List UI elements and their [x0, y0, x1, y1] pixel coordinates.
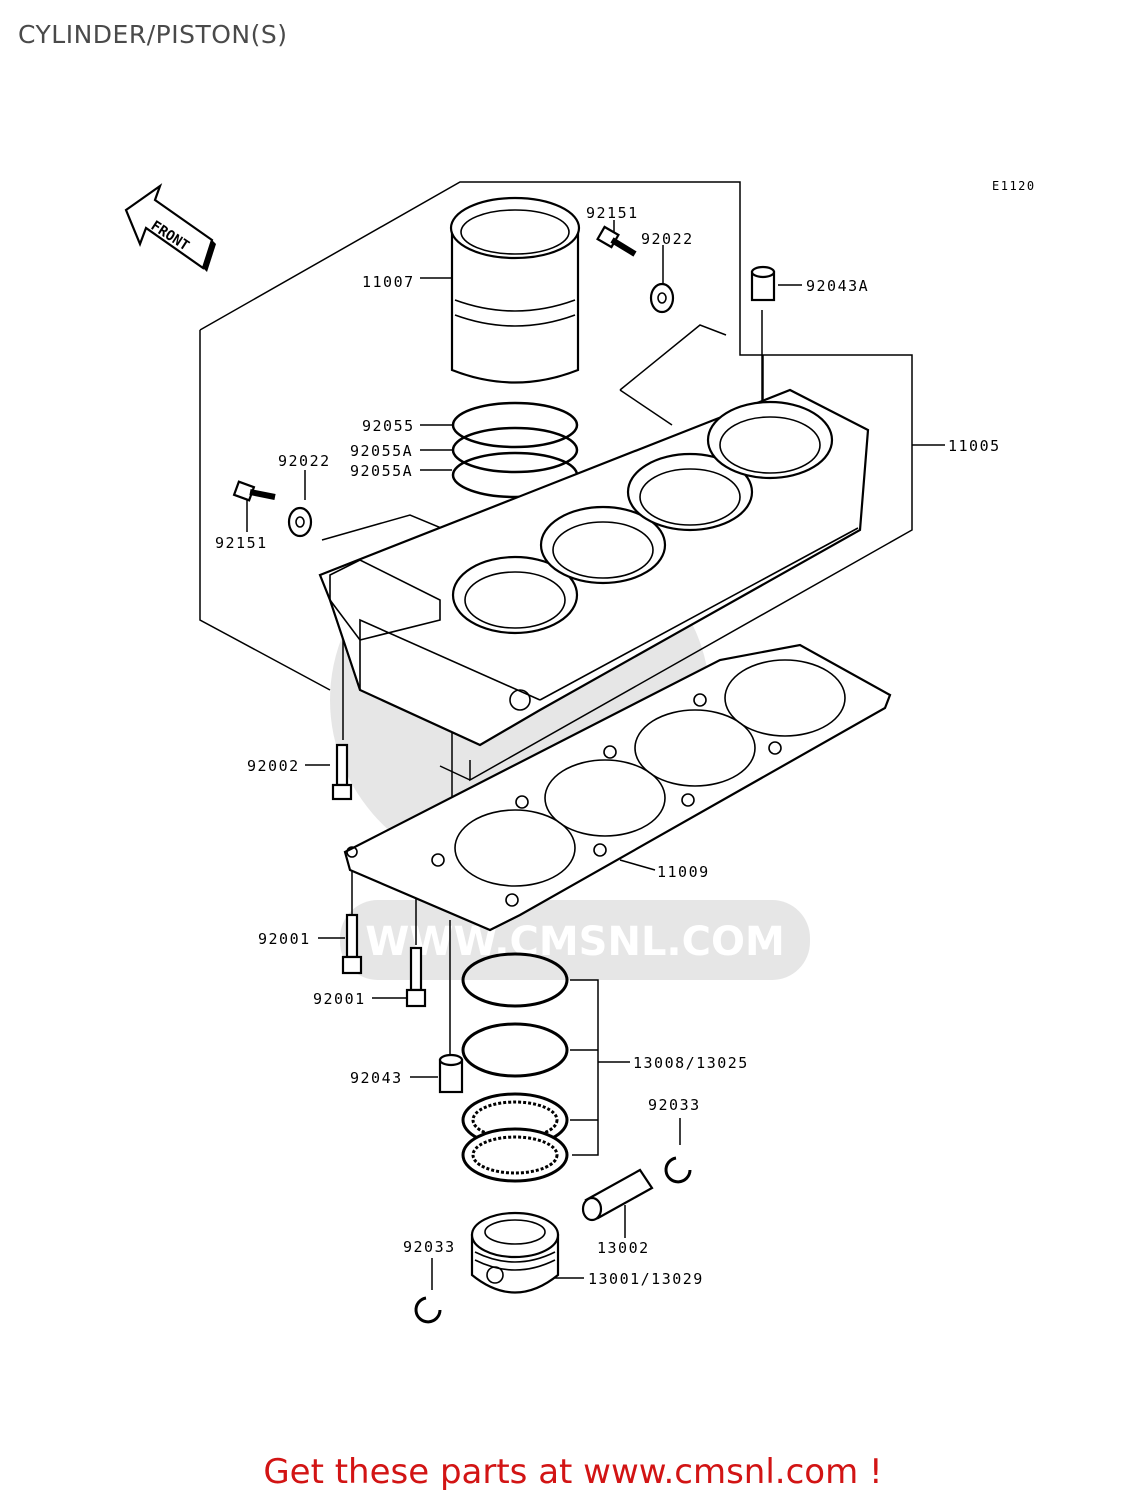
cylinder-block-11005 — [318, 388, 870, 747]
label-92001-b: 92001 — [313, 990, 366, 1008]
part-labels: 92151 92022 11007 92043A 92055 92055A 92… — [215, 204, 1001, 1288]
washer-hole — [295, 516, 305, 528]
watermark-url: WWW.CMSNL.COM — [365, 919, 785, 965]
label-92022-top: 92022 — [641, 230, 694, 248]
cylinder-sleeve-11007 — [449, 196, 581, 384]
label-92055: 92055 — [362, 417, 415, 435]
label-92033-right: 92033 — [648, 1096, 701, 1114]
bolt-92002 — [331, 743, 353, 801]
head-gasket-11009 — [343, 643, 892, 932]
bolt-92001-b — [405, 946, 427, 1008]
piston-ring-set-13008 — [461, 952, 569, 1183]
label-13002: 13002 — [597, 1239, 650, 1257]
washer-hole — [657, 292, 667, 304]
label-92022-left: 92022 — [278, 452, 331, 470]
washer-92022-top — [649, 282, 675, 314]
label-92002: 92002 — [247, 757, 300, 775]
front-arrow-icon: FRONT — [124, 183, 216, 272]
label-92055A-2: 92055A — [350, 462, 413, 480]
label-92055A-1: 92055A — [350, 442, 413, 460]
bolt-92151-left — [232, 480, 276, 502]
label-92151-left: 92151 — [215, 534, 268, 552]
piston-rings-92055 — [451, 401, 579, 499]
label-13008-13025: 13008/13025 — [633, 1054, 749, 1072]
dowel-92043 — [438, 1053, 464, 1094]
label-11005: 11005 — [948, 437, 1001, 455]
page-title: CYLINDER/PISTON(S) — [18, 20, 288, 49]
circlip-92033-left — [414, 1296, 442, 1324]
footer-link[interactable]: Get these parts at www.cmsnl.com ! — [263, 1452, 883, 1492]
label-13001-13029: 13001/13029 — [588, 1270, 704, 1288]
diagram-code: E1120 — [992, 179, 1036, 193]
label-92033-left: 92033 — [403, 1238, 456, 1256]
label-92043: 92043 — [350, 1069, 403, 1087]
washer-92022-left — [287, 506, 313, 538]
circlip-92033-right — [664, 1156, 692, 1184]
piston-13001 — [470, 1211, 560, 1294]
dowel-92043A — [750, 265, 776, 302]
label-11009: 11009 — [657, 863, 710, 881]
bolt-92151-top — [596, 225, 637, 257]
label-92001-a: 92001 — [258, 930, 311, 948]
bolt-92001-a — [341, 913, 363, 975]
label-92043A: 92043A — [806, 277, 869, 295]
piston-pin-13002 — [581, 1168, 654, 1222]
label-11007: 11007 — [362, 273, 415, 291]
label-92151-top: 92151 — [586, 204, 639, 222]
